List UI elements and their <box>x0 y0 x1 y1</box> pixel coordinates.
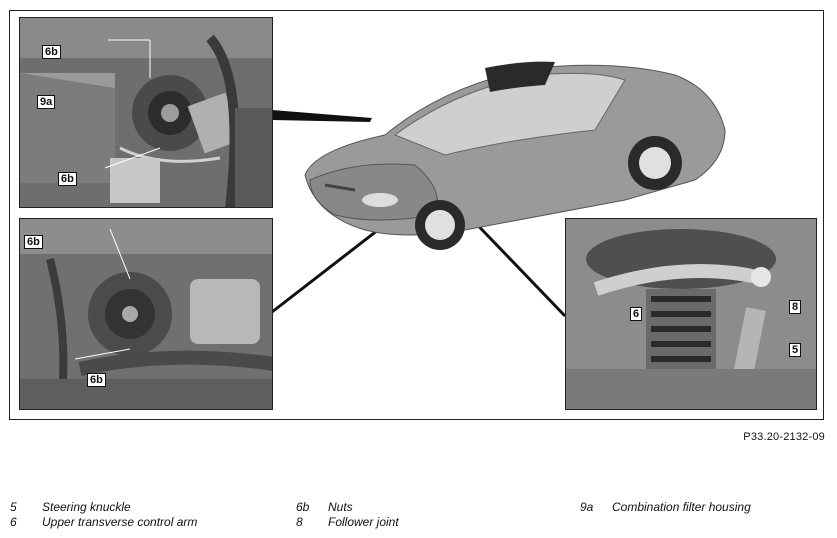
legend-label: Steering knuckle <box>42 500 131 514</box>
legend-label: Nuts <box>328 500 353 514</box>
legend-item: 8 Follower joint <box>296 515 399 530</box>
car-illustration <box>304 61 726 250</box>
legend-item: 9a Combination filter housing <box>580 500 751 515</box>
legend-num: 9a <box>580 500 594 514</box>
engine-photo-bottom-left <box>19 218 273 410</box>
legend-item: 6b Nuts <box>296 500 399 515</box>
callout-6: 6 <box>630 307 643 321</box>
legend-label: Follower joint <box>328 515 399 529</box>
callout-5: 5 <box>789 343 802 357</box>
legend-label: Combination filter housing <box>612 500 751 514</box>
legend-item: 5 Steering knuckle <box>10 500 197 515</box>
legend-item: 6 Upper transverse control arm <box>10 515 197 530</box>
legend-num: 6b <box>296 500 310 514</box>
legend-num: 6 <box>10 515 17 529</box>
legend-col-3: 9a Combination filter housing <box>580 500 751 515</box>
legend-col-1: 5 Steering knuckle 6 Upper transverse cont… <box>10 500 197 530</box>
figure-id: P33.20-2132-09 <box>743 431 825 443</box>
callout-8: 8 <box>789 300 802 314</box>
callout-6b-tl-bottom: 6b <box>58 172 77 186</box>
callout-6b-bl-top: 6b <box>24 235 43 249</box>
legend-col-2: 6b Nuts 8 Follower joint <box>296 500 399 530</box>
legend-label: Upper transverse control arm <box>42 515 198 529</box>
suspension-photo-bottom-right <box>565 218 817 410</box>
callout-6b-bl-bottom: 6b <box>87 373 106 387</box>
legend-num: 8 <box>296 515 303 529</box>
callout-6b-tl-top: 6b <box>42 45 61 59</box>
legend-num: 5 <box>10 500 17 514</box>
callout-9a: 9a <box>37 95 56 109</box>
